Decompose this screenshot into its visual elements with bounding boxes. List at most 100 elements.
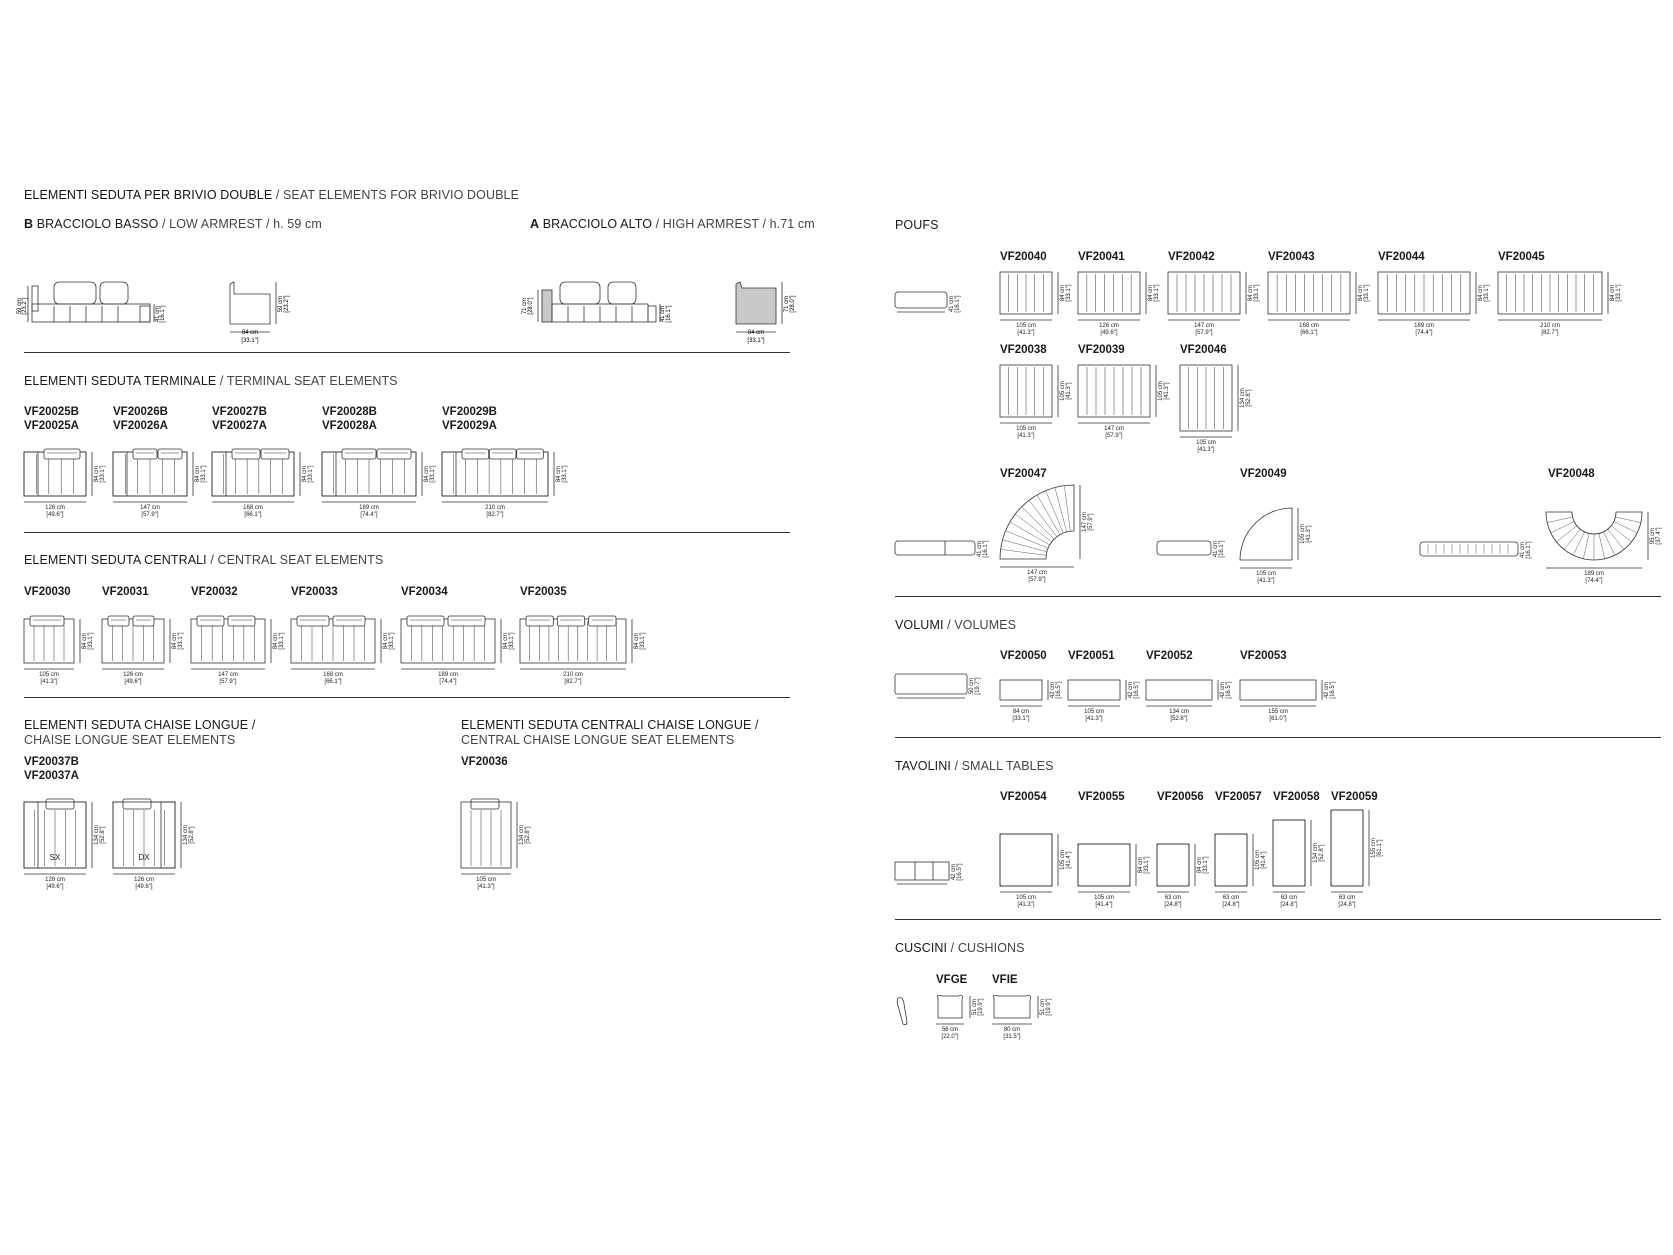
pouf-side-drawing: 41 cm[16.1"] bbox=[894, 291, 961, 313]
chaise-central-cushion bbox=[470, 798, 500, 810]
central-code: VF20035 bbox=[520, 586, 567, 598]
pouf-curved-d: 147 cm bbox=[1082, 512, 1088, 532]
table-code: VF20054 bbox=[1000, 791, 1047, 803]
high-dim-h2: 71 cm bbox=[784, 296, 790, 312]
cushion-width-in: [22.0"] bbox=[941, 1034, 958, 1040]
pouf-VF20042-width-in: [57.9"] bbox=[1195, 330, 1212, 336]
central-VF20031-depth: 84 cm bbox=[172, 633, 178, 649]
pouf-VF20046-depth: 134 cm bbox=[1240, 388, 1246, 408]
pouf-item-VF20040: 105 cm[41.3"]84 cm[33.1"] bbox=[999, 271, 1072, 336]
table-VF20056-width-in: [24.8"] bbox=[1164, 902, 1181, 908]
terminal-VF20029B-cushion bbox=[461, 448, 490, 460]
table-code: VF20057 bbox=[1215, 791, 1262, 803]
terminal-VF20029B-depth: 84 cm bbox=[556, 466, 562, 482]
chaise-central-outline bbox=[460, 801, 512, 869]
chaise-armrest bbox=[160, 801, 176, 869]
volume-VF20051-width-in: [41.3"] bbox=[1085, 716, 1102, 722]
terminal-VF20025B-width-in: [49.6"] bbox=[46, 512, 63, 518]
pouf-code: VF20047 bbox=[1000, 468, 1047, 480]
pouf-VF20045-depth: 84 cm bbox=[1610, 285, 1616, 301]
central-VF20034-cushion bbox=[406, 615, 445, 627]
terminal-VF20029B-depth-in: [33.1"] bbox=[562, 465, 568, 482]
pouf-curved-VF20048: 189 cm[74.4"]95 cm[37.4"] bbox=[1545, 511, 1662, 584]
pouf-curved-h-in: [16.1"] bbox=[1219, 540, 1225, 557]
pouf-VF20040-depth: 84 cm bbox=[1060, 285, 1066, 301]
central-VF20031-cushion bbox=[107, 615, 130, 627]
table-VF20059-depth-in: [61.1"] bbox=[1377, 839, 1383, 856]
pouf-curved-VF20049: 105 cm[41.3"]105 cm[41.3"] bbox=[1239, 507, 1312, 584]
chaise-SX-depth-in: [52.8"] bbox=[100, 826, 106, 843]
divider bbox=[24, 352, 790, 353]
table-VF20058-width: 63 cm bbox=[1281, 895, 1297, 901]
pouf-VF20045-outline bbox=[1497, 271, 1603, 315]
central-VF20035-depth: 84 cm bbox=[634, 633, 640, 649]
volume-VF20053-depth: 42 cm bbox=[1324, 682, 1330, 698]
high-armrest-side-view: 84 cm [33.1"] 71 cm [28.0"] bbox=[735, 281, 796, 344]
pouf-code: VF20044 bbox=[1378, 251, 1425, 263]
pouf-curved-w: 189 cm bbox=[1584, 571, 1604, 577]
poufs-title: POUFS bbox=[895, 218, 939, 232]
high-dim-h: 71 cm bbox=[522, 298, 528, 314]
pouf-curved-w-in: [57.9"] bbox=[1028, 577, 1045, 583]
chaise-SX-width-in: [49.6"] bbox=[46, 884, 63, 890]
pouf-code: VF20043 bbox=[1268, 251, 1315, 263]
brivio-title: ELEMENTI SEDUTA PER BRIVIO DOUBLE / SEAT… bbox=[24, 188, 520, 202]
table-VF20059-depth: 155 cm bbox=[1371, 838, 1377, 858]
cushion-side-drawing bbox=[896, 997, 908, 1026]
terminal-code-b: VF20026B bbox=[113, 406, 168, 418]
chaise-central-depth: 134 cm bbox=[519, 825, 525, 845]
volume-item-VF20053: 155 cm[61.0"]42 cm[16.5"] bbox=[1239, 679, 1336, 722]
volume-VF20052-outline bbox=[1145, 679, 1213, 701]
pouf-VF20046-width-in: [41.3"] bbox=[1197, 447, 1214, 453]
pouf-curved-d: 95 cm bbox=[1650, 528, 1656, 544]
central-VF20034-width: 189 cm bbox=[438, 672, 458, 678]
central-VF20032-depth: 84 cm bbox=[273, 633, 279, 649]
high-dim-seat: 41 cm bbox=[660, 306, 666, 322]
terminal-VF20028B-depth-in: [33.1"] bbox=[430, 465, 436, 482]
pouf-VF20043-width-in: [66.1"] bbox=[1300, 330, 1317, 336]
volume-VF20053-width-in: [61.0"] bbox=[1269, 716, 1286, 722]
terminal-VF20025B-cushion bbox=[43, 448, 81, 460]
table-code: VF20056 bbox=[1157, 791, 1204, 803]
chaise-SX-width: 126 cm bbox=[45, 877, 65, 883]
pouf-curved-d-in: [57.9"] bbox=[1088, 513, 1094, 530]
table-VF20054-depth-in: [41.4"] bbox=[1066, 851, 1072, 868]
divider bbox=[895, 596, 1661, 597]
pouf-side-h: 41 cm bbox=[949, 296, 955, 312]
terminal-code-a: VF20026A bbox=[113, 420, 168, 432]
volume-code: VF20053 bbox=[1240, 650, 1287, 662]
pouf-curved-w-in: [74.4"] bbox=[1585, 578, 1602, 584]
central-VF20033-width: 168 cm bbox=[323, 672, 343, 678]
central-VF20034-depth: 84 cm bbox=[503, 633, 509, 649]
pouf-VF20045-depth-in: [33.1"] bbox=[1616, 284, 1622, 301]
terminal-title: ELEMENTI SEDUTA TERMINALE / TERMINAL SEA… bbox=[24, 374, 398, 388]
terminal-code-a: VF20025A bbox=[24, 420, 79, 432]
cushion-shape bbox=[937, 994, 963, 1019]
volume-item-VF20051: 105 cm[41.3"]42 cm[16.5"] bbox=[1067, 679, 1140, 722]
high-dim-d-in: [33.1"] bbox=[747, 338, 764, 344]
central-VF20031-depth-in: [33.1"] bbox=[178, 632, 184, 649]
pouf-VF20041-width: 126 cm bbox=[1099, 323, 1119, 329]
central-VF20033-depth-in: [33.1"] bbox=[389, 632, 395, 649]
pouf-item-VF20046: 105 cm[41.3"]134 cm[52.8"] bbox=[1179, 364, 1252, 453]
table-item-VF20059: 63 cm[24.8"]155 cm[61.1"] bbox=[1330, 809, 1383, 908]
terminal-VF20027B-width: 168 cm bbox=[243, 505, 263, 511]
terminal-VF20027B-width-in: [66.1"] bbox=[244, 512, 261, 518]
table-side-h-in: [16.5"] bbox=[957, 863, 963, 880]
terminal-item-VF20025B: 126 cm[49.6"]84 cm[33.1"] bbox=[23, 448, 106, 518]
terminal-VF20028B-width-in: [74.4"] bbox=[360, 512, 377, 518]
terminal-VF20025B-width: 126 cm bbox=[45, 505, 65, 511]
pouf-VF20038-width-in: [41.3"] bbox=[1017, 433, 1034, 439]
terminal-item-VF20026B: 147 cm[57.9"]84 cm[33.1"] bbox=[112, 448, 207, 518]
chaise-side-label: SX bbox=[50, 853, 61, 862]
divider bbox=[895, 737, 1661, 738]
volume-VF20050-outline bbox=[999, 679, 1043, 701]
low-dim-d-in: [33.1"] bbox=[241, 338, 258, 344]
pouf-VF20040-width: 105 cm bbox=[1016, 323, 1036, 329]
chaise-DX-width-in: [49.6"] bbox=[135, 884, 152, 890]
low-dim-h2: 59 cm bbox=[278, 296, 284, 312]
central-item-VF20035: 210 cm[82.7"]84 cm[33.1"] bbox=[519, 615, 646, 685]
chaise-DX-depth: 134 cm bbox=[183, 825, 189, 845]
chaise-armrest bbox=[23, 801, 39, 869]
chaise-central-drawing: 105 cm[41.3"]134 cm[52.8"] bbox=[460, 798, 531, 890]
